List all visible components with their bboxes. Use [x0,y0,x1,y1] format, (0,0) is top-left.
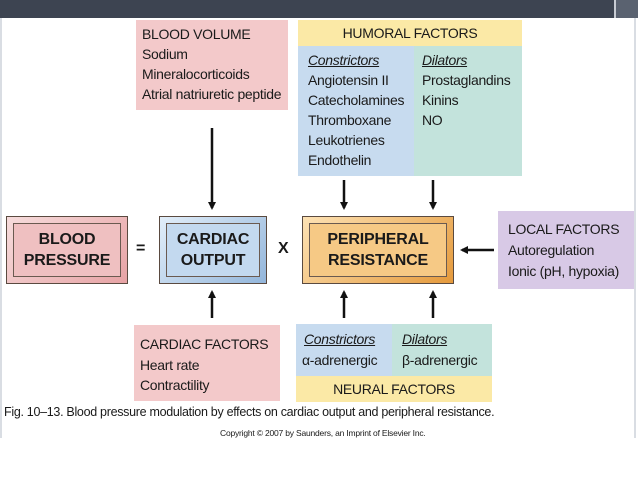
slide-top-bar [0,0,638,18]
neural-dilators-label: Dilators [402,331,448,347]
slide-corner-accent [614,0,638,18]
humoral-dilator-item: Kinins [422,92,459,108]
blood-volume-item: Atrial natriuretic peptide [142,86,282,102]
local-factors-title: LOCAL FACTORS [508,221,620,237]
humoral-dilators-box: Dilators Prostaglandins Kinins NO [414,46,522,176]
humoral-title: HUMORAL FACTORS [342,25,478,41]
humoral-constrictor-item: Leukotrienes [308,132,385,148]
humoral-constrictor-item: Thromboxane [308,112,392,128]
humoral-constrictors-label: Constrictors [308,52,380,68]
cardiac-factors-item: Heart rate [140,357,200,373]
humoral-constrictor-item: Angiotensin II [308,72,389,88]
local-factors-item: Autoregulation [508,242,595,258]
copyright-notice: Copyright © 2007 by Saunders, an Imprint… [220,428,426,438]
cardiac-output-line: OUTPUT [180,252,246,269]
blood-volume-title: BLOOD VOLUME [142,26,251,42]
blood-volume-box: BLOOD VOLUME Sodium Mineralocorticoids A… [136,20,288,110]
cardiac-factors-box: CARDIAC FACTORS Heart rate Contractility [134,325,280,401]
humoral-dilator-item: NO [422,112,443,128]
humoral-dilators-label: Dilators [422,52,468,68]
blood-volume-item: Sodium [142,46,188,62]
cardiac-factors-item: Contractility [140,377,210,393]
humoral-constrictors-box: Constrictors Angiotensin II Catecholamin… [298,46,414,176]
peripheral-resistance-box: PERIPHERAL RESISTANCE [302,216,454,284]
blood-pressure-label: BLOOD PRESSURE [13,223,121,277]
slide-left-rule [0,18,2,438]
slide-right-rule [634,18,636,438]
blood-volume-item: Mineralocorticoids [142,66,250,82]
blood-pressure-line: BLOOD [38,231,96,248]
cardiac-output-box: CARDIAC OUTPUT [159,216,267,284]
blood-pressure-box: BLOOD PRESSURE [6,216,128,284]
peripheral-resistance-line: PERIPHERAL [327,231,429,248]
peripheral-resistance-line: RESISTANCE [328,252,428,269]
neural-dilators-box: Dilators β-adrenergic [392,324,492,376]
blood-pressure-line: PRESSURE [23,252,111,269]
neural-constrictors-box: Constrictors α-adrenergic [296,324,392,376]
peripheral-resistance-label: PERIPHERAL RESISTANCE [309,223,447,277]
figure-caption: Fig. 10–13. Blood pressure modulation by… [4,405,495,419]
local-factors-item: Ionic (pH, hypoxia) [508,263,620,279]
humoral-dilator-item: Prostaglandins [422,72,511,88]
humoral-constrictor-item: Catecholamines [308,92,405,108]
humoral-title-band: HUMORAL FACTORS [298,20,522,46]
multiply-operator: X [278,240,289,257]
humoral-constrictor-item: Endothelin [308,152,372,168]
local-factors-box: LOCAL FACTORS Autoregulation Ionic (pH, … [498,211,634,289]
neural-constrictors-label: Constrictors [304,331,376,347]
neural-constrictor-item: α-adrenergic [302,352,378,368]
cardiac-output-line: CARDIAC [176,231,250,248]
equals-operator: = [136,240,146,257]
cardiac-output-label: CARDIAC OUTPUT [166,223,260,277]
neural-title: NEURAL FACTORS [333,381,455,397]
neural-title-band: NEURAL FACTORS [296,376,492,402]
cardiac-factors-title: CARDIAC FACTORS [140,336,269,352]
neural-dilator-item: β-adrenergic [402,352,478,368]
